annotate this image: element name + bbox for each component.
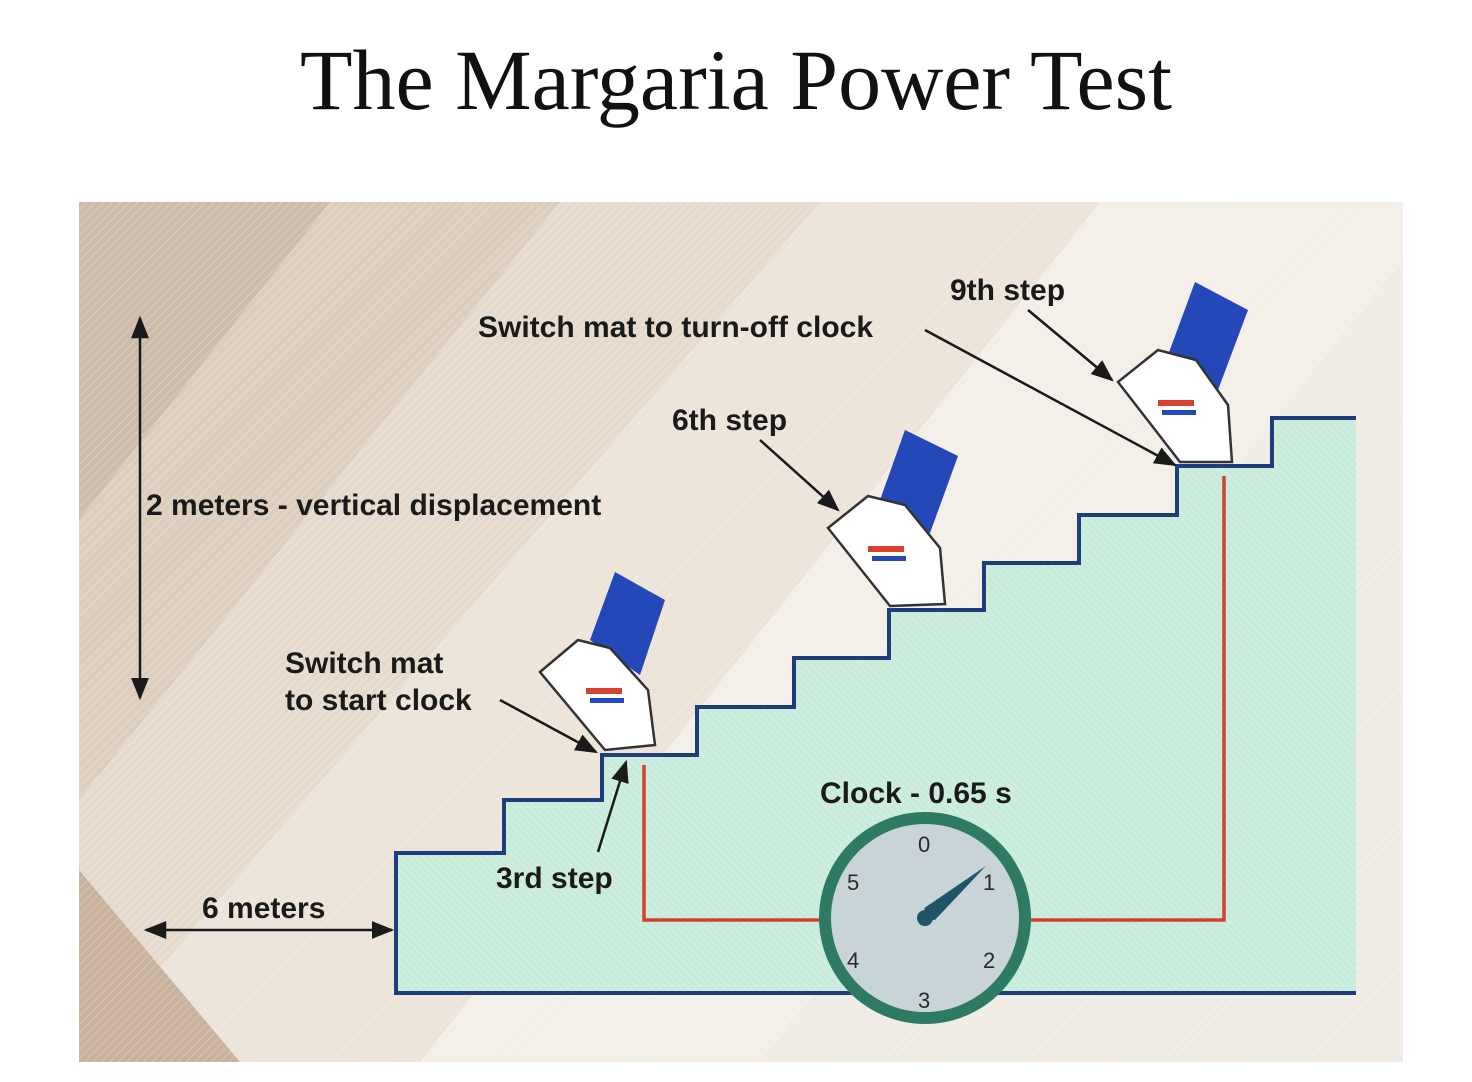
clock — [819, 812, 1031, 1024]
third-step-label: 3rd step — [496, 862, 613, 895]
annotation-arrows — [131, 309, 1177, 939]
shoe-sixth-step — [826, 430, 958, 608]
dial-number-0: 0 — [918, 832, 930, 857]
switch-mat-start-label-line2: to start clock — [285, 684, 472, 717]
dial-number-2: 2 — [983, 948, 995, 973]
dial-number-1: 1 — [983, 870, 995, 895]
sixth-step-arrow — [759, 439, 840, 512]
ninth-step-label: 9th step — [950, 274, 1065, 307]
staircase — [394, 416, 1356, 995]
clock-needle — [917, 866, 986, 926]
dial-number-4: 4 — [847, 948, 859, 973]
switch-mat-off-arrow — [924, 328, 1177, 467]
dial-number-3: 3 — [918, 988, 930, 1013]
dial-number-5: 5 — [847, 870, 859, 895]
shoe-third-step — [538, 572, 665, 752]
switch-mat-off-label: Switch mat to turn-off clock — [478, 311, 873, 344]
vertical-displacement-label: 2 meters - vertical displacement — [146, 489, 601, 522]
third-step-arrow — [596, 759, 629, 853]
ninth-step-arrow — [1027, 309, 1114, 382]
clock-wires — [642, 476, 1226, 922]
sixth-step-label: 6th step — [672, 404, 787, 437]
switch-mat-start-arrow — [499, 698, 598, 754]
switch-mat-start-label-line1: Switch mat — [285, 647, 443, 680]
shoe-ninth-step — [1116, 282, 1248, 464]
horizontal-distance-label: 6 meters — [202, 892, 325, 925]
page-title: The Margaria Power Test — [299, 32, 1173, 128]
clock-label: Clock - 0.65 s — [820, 777, 1012, 810]
